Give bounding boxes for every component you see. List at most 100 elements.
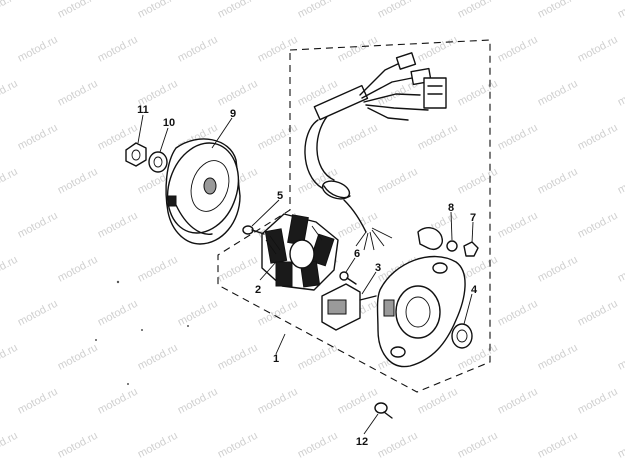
watermark-text: motod.ru (296, 0, 340, 21)
watermark-text: motod.ru (256, 386, 300, 417)
watermark-text: motod.ru (296, 430, 340, 461)
wire-harness (304, 52, 447, 251)
watermark-text: motod.ru (416, 122, 460, 153)
pickup-coil (321, 283, 377, 331)
watermark-text: motod.ru (376, 0, 420, 21)
watermark-text: motod.ru (496, 34, 540, 65)
watermark-text: motod.ru (56, 342, 100, 373)
watermark-text: motod.ru (96, 210, 140, 241)
watermark-text: motod.ru (456, 0, 500, 21)
print-specks (95, 280, 189, 385)
watermark-text: motod.ru (536, 430, 580, 461)
callout-6: 6 (354, 248, 360, 260)
watermark-text: motod.ru (16, 210, 60, 241)
watermark-text: motod.ru (96, 386, 140, 417)
watermark-text: motod.ru (616, 342, 625, 373)
assembly-outline (217, 39, 491, 393)
washer-part-10 (148, 151, 168, 173)
watermark-text: motod.ru (56, 254, 100, 285)
watermark-text: motod.ru (96, 298, 140, 329)
callout-numbers: 1 2 3 4 5 6 7 8 9 10 11 12 (137, 104, 478, 448)
watermark-text: motod.ru (456, 78, 500, 109)
watermark-text: motod.ru (616, 430, 625, 461)
watermark-text: motod.ru (616, 166, 625, 197)
callout-12: 12 (356, 436, 368, 448)
watermark-text: motod.ru (56, 0, 100, 21)
callout-10: 10 (163, 117, 175, 129)
watermark-text: motod.ru (616, 254, 625, 285)
watermark-text: motod.ru (496, 386, 540, 417)
watermark-text: motod.ru (416, 34, 460, 65)
flywheel-rotor (165, 138, 241, 245)
watermark-text: motod.ru (216, 342, 260, 373)
watermark-text: motod.ru (0, 0, 20, 21)
watermark-text: motod.ru (536, 166, 580, 197)
watermark-text: motod.ru (416, 386, 460, 417)
watermark-text: motod.ru (0, 78, 20, 109)
watermark-text: motod.ru (576, 34, 620, 65)
watermark-text: motod.ru (376, 166, 420, 197)
watermark-text: motod.ru (536, 254, 580, 285)
watermark-text: motod.ru (576, 298, 620, 329)
watermark-text: motod.ru (56, 78, 100, 109)
watermark-text: motod.ru (136, 0, 180, 21)
watermark-text: motod.ru (496, 298, 540, 329)
watermark-text: motod.ru (56, 166, 100, 197)
watermark-text: motod.ru (256, 122, 300, 153)
watermark-text: motod.ru (456, 166, 500, 197)
clamp-part-8 (417, 227, 458, 252)
watermark-text: motod.ru (0, 342, 20, 373)
stator-coil (261, 213, 339, 291)
nut-part-11 (125, 142, 147, 167)
watermark-text: motod.ru (576, 122, 620, 153)
watermark-text: motod.ru (176, 386, 220, 417)
watermark-text: motod.ru (536, 78, 580, 109)
watermark-text: motod.ru (256, 34, 300, 65)
screw-part-5 (242, 225, 265, 235)
callout-8: 8 (448, 202, 454, 214)
watermark-text: motod.ru (216, 78, 260, 109)
watermark-text: motod.ru (16, 386, 60, 417)
callout-3: 3 (375, 262, 381, 274)
screw-part-12 (374, 402, 393, 419)
watermark-text: motod.ru (96, 34, 140, 65)
callout-5: 5 (277, 190, 283, 202)
watermark-text: motod.ru (176, 298, 220, 329)
watermark-text: motod.ru (16, 34, 60, 65)
watermark-text: motod.ru (136, 254, 180, 285)
callout-1: 1 (273, 353, 279, 365)
watermark-text: motod.ru (336, 122, 380, 153)
watermark-text: motod.ru (536, 0, 580, 21)
watermark-text: motod.ru (336, 34, 380, 65)
watermark-text: motod.ru (336, 386, 380, 417)
callout-9: 9 (230, 108, 236, 120)
watermark-text: motod.ru (616, 78, 625, 109)
leader-lines (137, 114, 474, 435)
callout-7: 7 (470, 212, 476, 224)
watermark-text: motod.ru (496, 122, 540, 153)
watermark-text: motod.ru (216, 430, 260, 461)
callout-4: 4 (471, 284, 478, 296)
watermark-text: motod.ru (16, 122, 60, 153)
watermark-text: motod.ru (376, 430, 420, 461)
watermark-text: motod.ru (216, 254, 260, 285)
screw-part-6 (339, 271, 357, 285)
watermark-text: motod.ru (456, 430, 500, 461)
watermark-text: motod.ru (496, 210, 540, 241)
watermark-text: motod.ru (616, 0, 625, 21)
watermark-text: motod.ru (0, 254, 20, 285)
oil-seal-part-4 (451, 323, 473, 349)
watermark-text: motod.ru (16, 298, 60, 329)
callout-11: 11 (137, 104, 149, 116)
stator-base-plate (376, 255, 466, 368)
watermark-text: motod.ru (576, 210, 620, 241)
watermark-text: motod.ru (336, 210, 380, 241)
watermark-text: motod.ru (176, 34, 220, 65)
watermark-text: motod.ru (0, 430, 20, 461)
watermark-text: motod.ru (216, 0, 260, 21)
callout-2: 2 (255, 284, 261, 296)
watermark-text: motod.ru (536, 342, 580, 373)
watermark-text: motod.ru (136, 430, 180, 461)
